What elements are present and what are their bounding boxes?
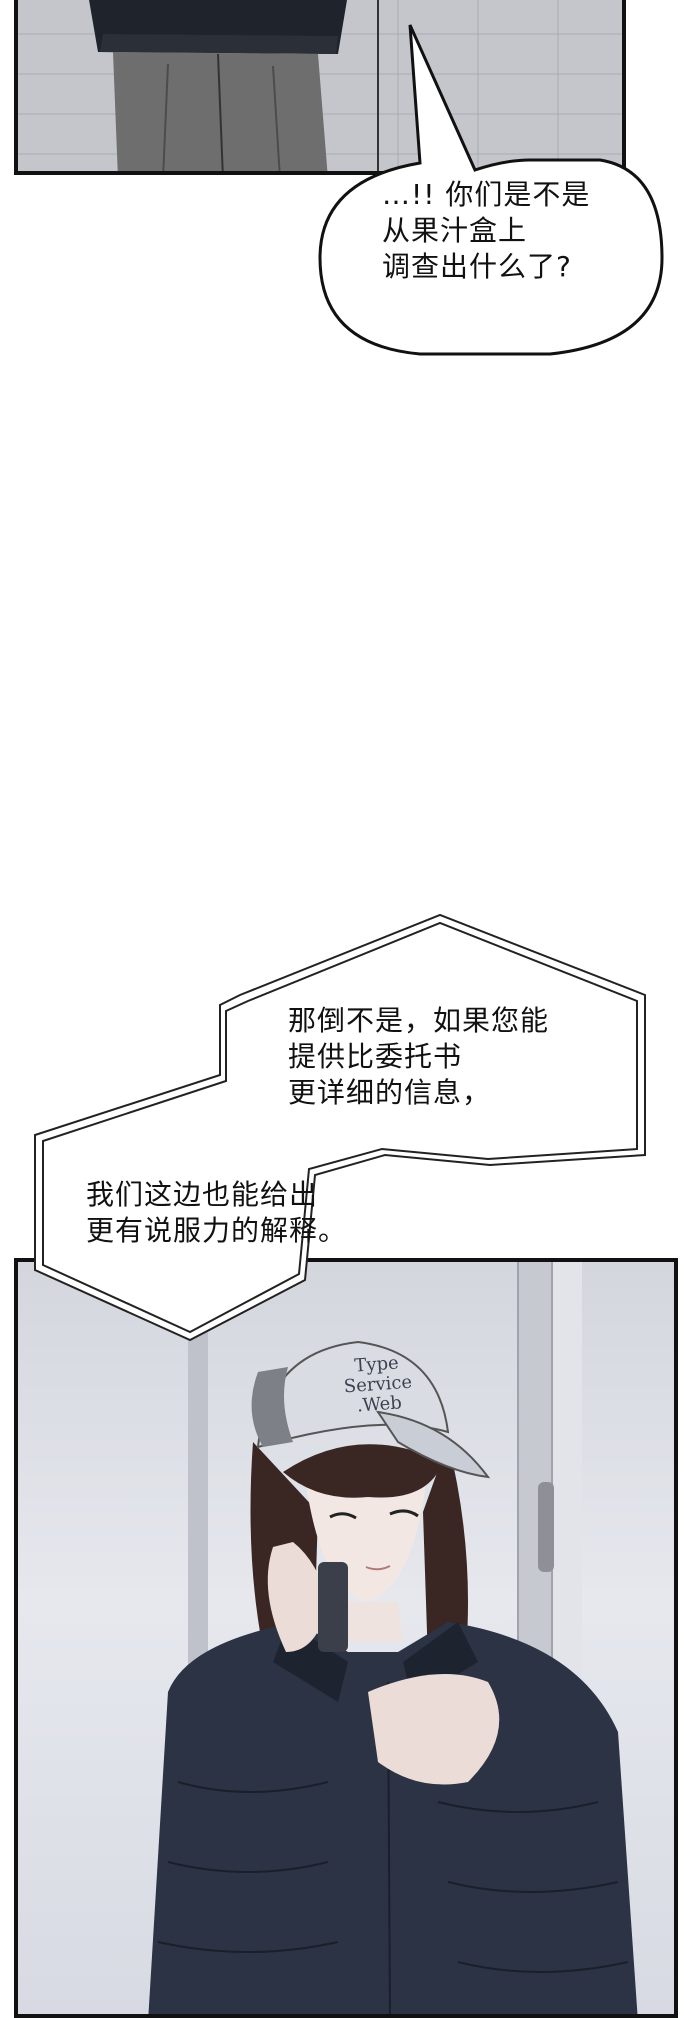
top-panel (14, 0, 626, 175)
door-handle-shape (538, 1482, 554, 1572)
speech-line-2: 从果汁盒上 (382, 214, 528, 247)
bottom-panel-art (148, 1262, 638, 2014)
narration-text-2: 我们这边也能给出 更有说服力的解释。 (86, 1178, 347, 1248)
narration-line-4: 我们这边也能给出 (86, 1178, 319, 1211)
phone-shape (318, 1562, 348, 1652)
speech-bubble-text: …!! 你们是不是 从果汁盒上 调查出什么了? (382, 178, 622, 284)
narration-line-1: 那倒不是，如果您能 (288, 1004, 550, 1037)
speech-line-3: 调查出什么了? (382, 250, 572, 283)
speech-line-1: …!! 你们是不是 (382, 178, 591, 211)
narration-line-5: 更有说服力的解释。 (86, 1214, 348, 1247)
narration-text-1: 那倒不是，如果您能 提供比委托书 更详细的信息， (288, 1004, 549, 1110)
narration-box (34, 913, 646, 1342)
speech-bubble (318, 24, 664, 356)
narration-line-3: 更详细的信息， (288, 1076, 492, 1109)
bottom-panel (14, 1258, 678, 2018)
top-panel-art (18, 0, 622, 171)
narration-line-2: 提供比委托书 (288, 1040, 463, 1073)
